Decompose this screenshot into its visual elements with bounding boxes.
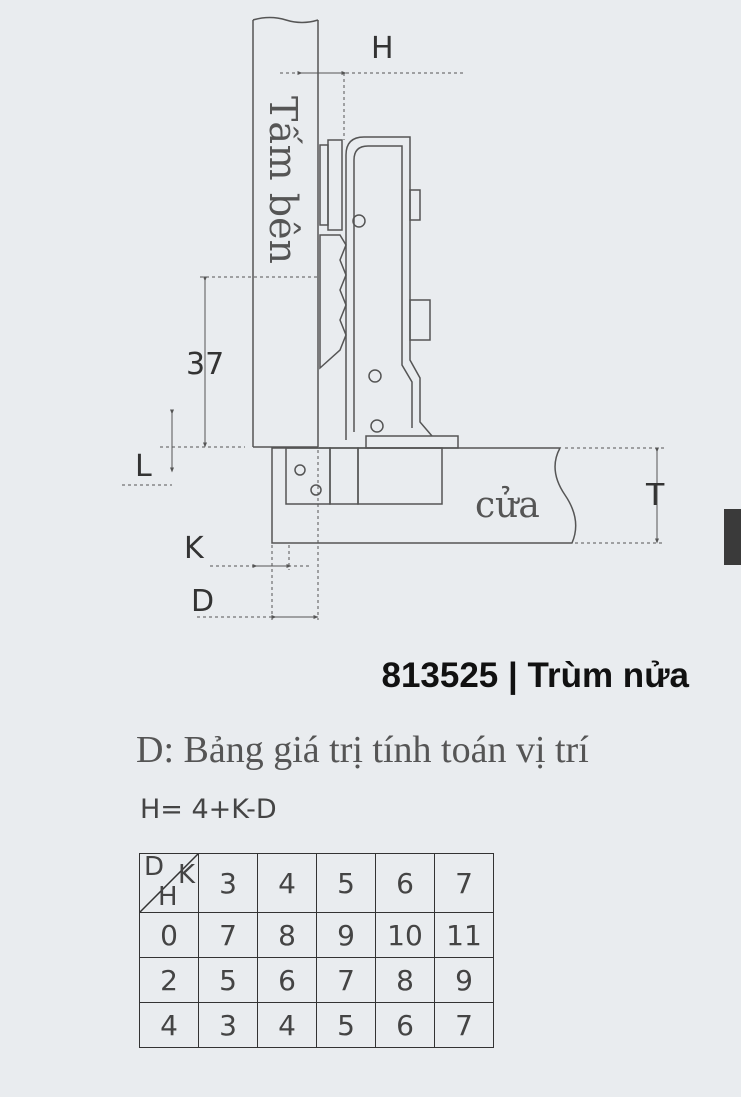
side-panel <box>252 16 319 448</box>
table-cell: 7 <box>198 912 258 958</box>
table-header-cell: 6 <box>375 853 435 913</box>
dim-37-label: 37 <box>186 347 224 382</box>
position-value-table: D K H 3 4 5 6 7 0 7 8 9 10 11 2 5 6 7 8 … <box>139 852 494 1048</box>
side-panel-label: Tấm bên <box>261 96 305 264</box>
row-h-cell: 4 <box>139 1002 199 1048</box>
table-cell: 4 <box>257 1002 317 1048</box>
door <box>271 447 577 544</box>
dim-d-label: D <box>191 584 214 619</box>
table-header-cell: 3 <box>198 853 258 913</box>
table-cell: 9 <box>434 957 494 1003</box>
table-row: 0 7 8 9 10 11 <box>139 912 494 958</box>
row-h-cell: 0 <box>139 912 199 958</box>
side-tab[interactable] <box>724 509 741 565</box>
product-title: 813525 | Trùm nửa <box>381 656 689 695</box>
table-header-cell: 7 <box>434 853 494 913</box>
table-cell: 8 <box>375 957 435 1003</box>
table-cell: 5 <box>316 1002 376 1048</box>
hinge-arm <box>319 136 459 449</box>
corner-d-label: D <box>144 852 165 882</box>
table-cell: 11 <box>434 912 494 958</box>
dim-l-label: L <box>135 449 152 484</box>
table-cell: 7 <box>434 1002 494 1048</box>
table-cell: 3 <box>198 1002 258 1048</box>
dim-k-label: K <box>184 531 205 566</box>
table-header-cell: 4 <box>257 853 317 913</box>
table-cell: 9 <box>316 912 376 958</box>
table-cell: 5 <box>198 957 258 1003</box>
table-cell: 6 <box>375 1002 435 1048</box>
door-label: cửa <box>475 485 540 526</box>
dim-h-label: H <box>371 31 394 66</box>
hinge-installation-diagram: Tấm bên cửa H 37 L K D T <box>122 16 665 620</box>
section-title: D: Bảng giá trị tính toán vị trí <box>136 729 589 771</box>
table-cell: 8 <box>257 912 317 958</box>
table-row: 2 5 6 7 8 9 <box>139 957 494 1003</box>
row-h-cell: 2 <box>139 957 199 1003</box>
table-row: 4 3 4 5 6 7 <box>139 1002 494 1048</box>
corner-h-label: H <box>158 882 178 912</box>
table-cell: 6 <box>257 957 317 1003</box>
table-cell: 7 <box>316 957 376 1003</box>
table-header-cell: 5 <box>316 853 376 913</box>
corner-k-label: K <box>178 860 196 890</box>
table-header-row: D K H 3 4 5 6 7 <box>139 852 494 913</box>
formula: H= 4+K-D <box>140 794 277 825</box>
table-cell: 10 <box>375 912 435 958</box>
table-corner-cell: D K H <box>139 852 199 913</box>
dim-t-label: T <box>645 478 665 513</box>
